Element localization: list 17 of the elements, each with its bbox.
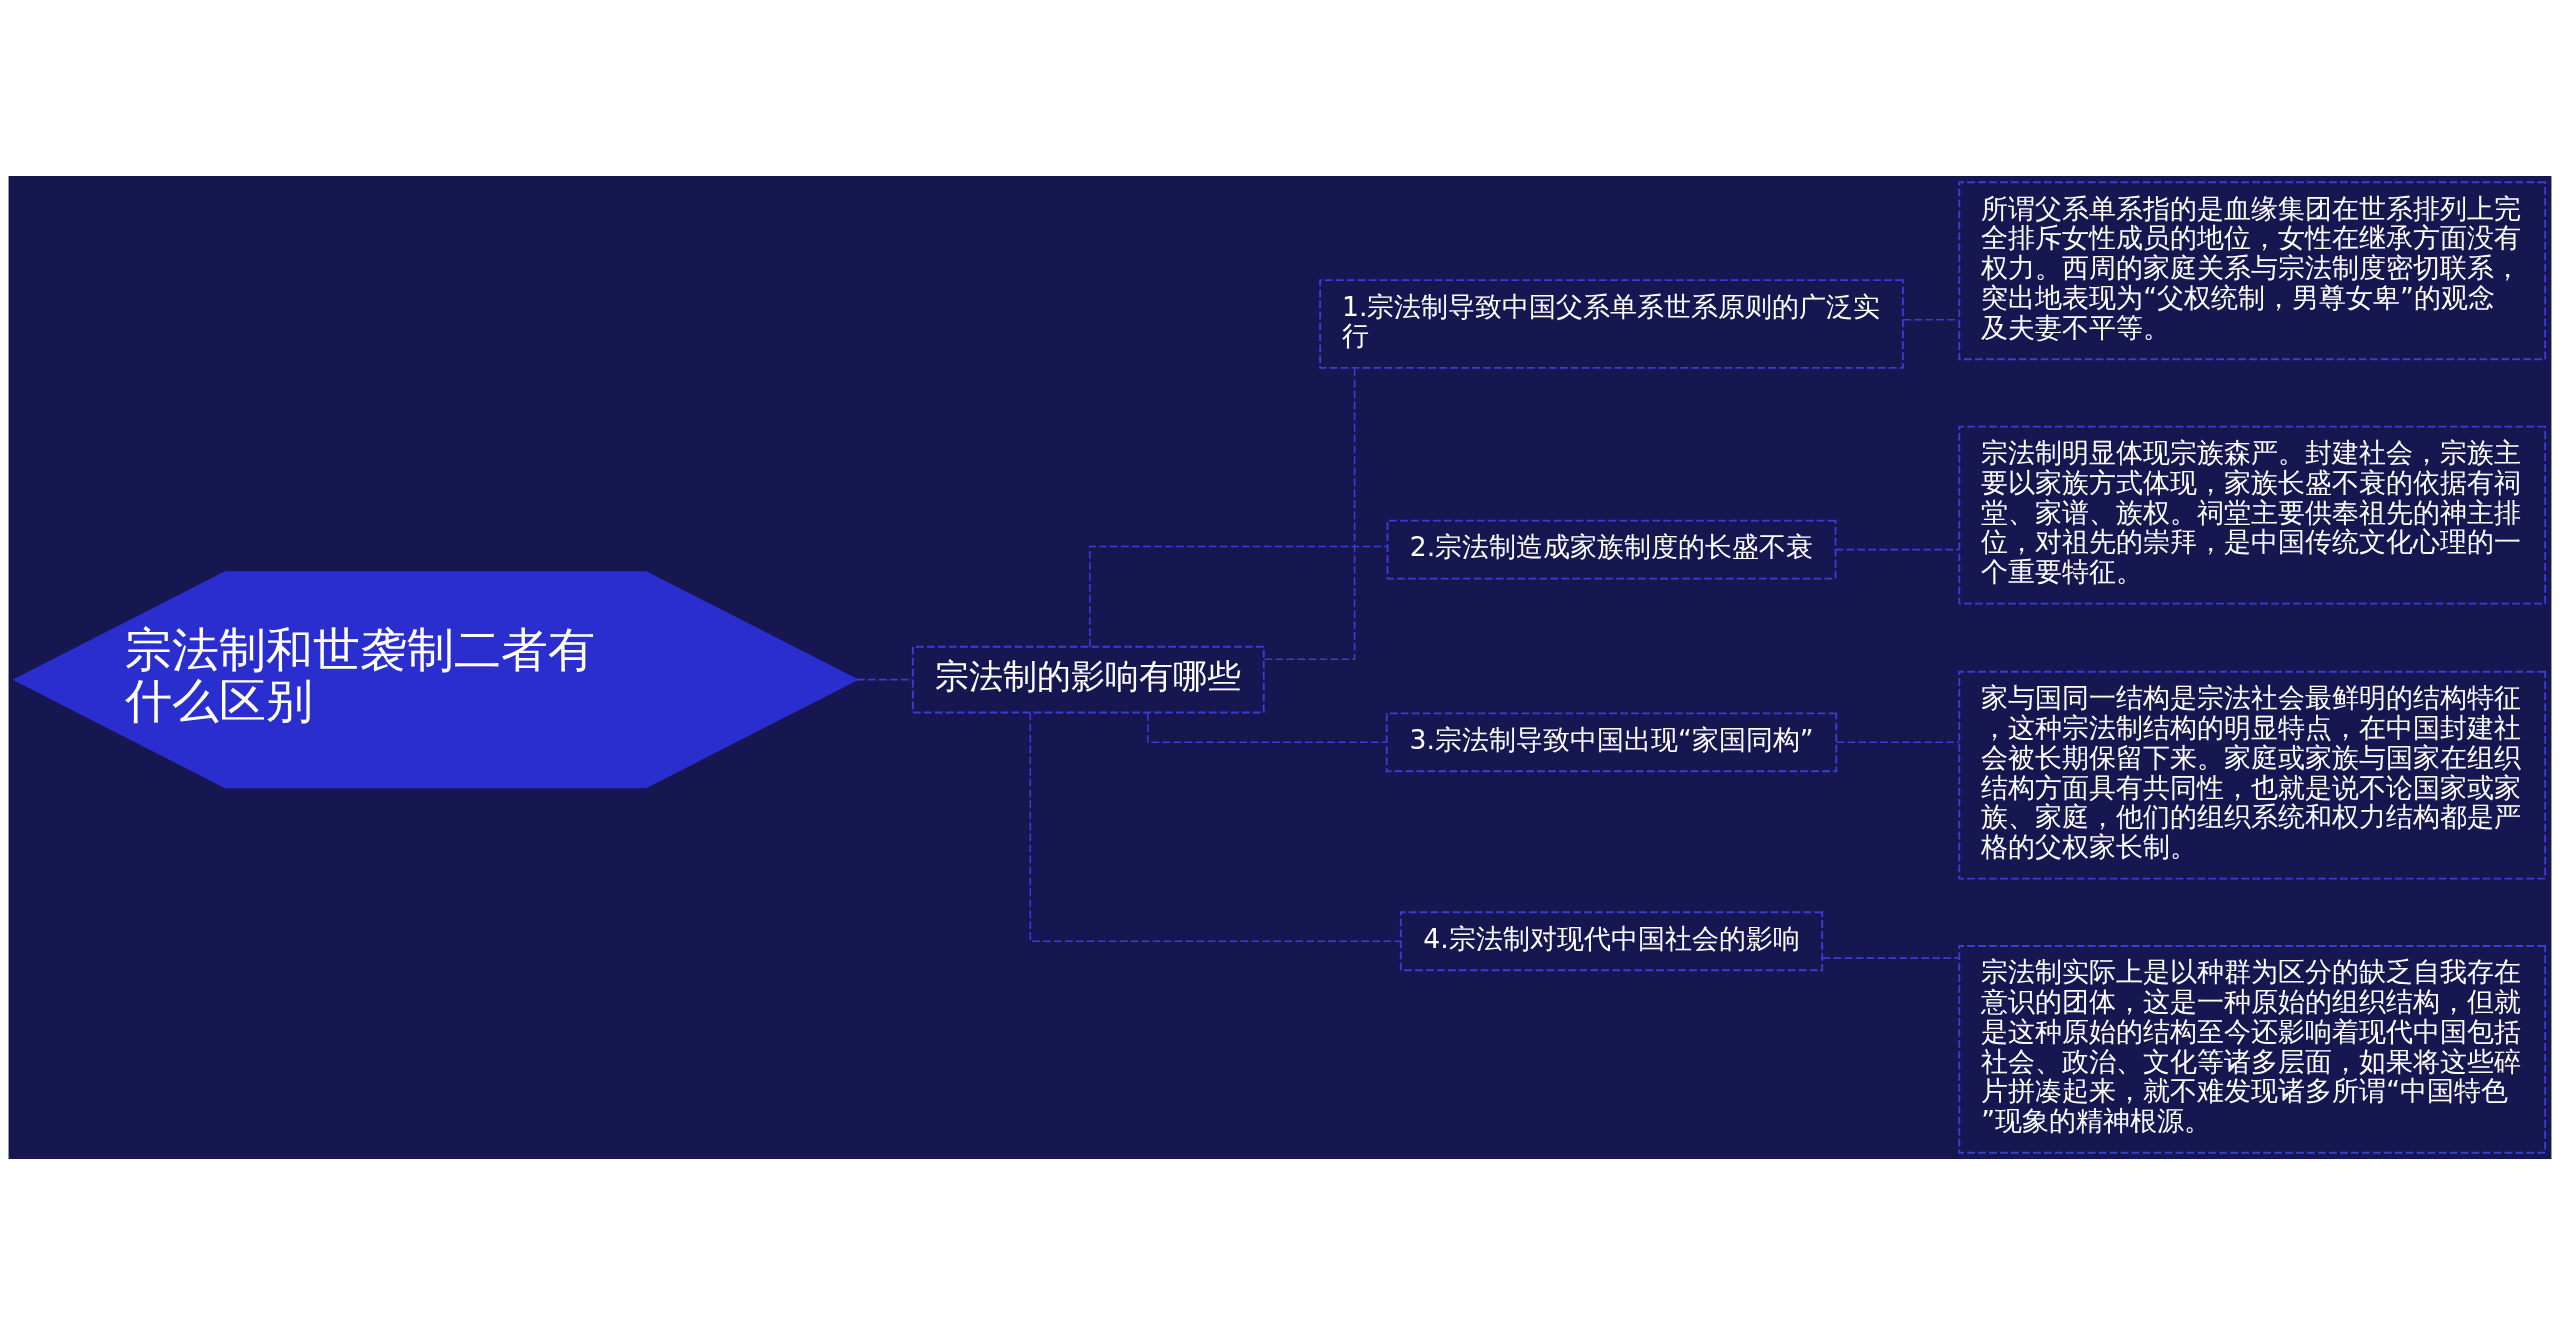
- node-box: 宗法制的影响有哪些: [911, 645, 1265, 714]
- connector: [1902, 318, 1960, 321]
- connector: [1835, 741, 1960, 744]
- connector: [856, 678, 914, 681]
- node-box: 4.宗法制对现代中国社会的影响: [1399, 911, 1824, 972]
- connector: [1263, 367, 1356, 661]
- node-box: 宗法制实际上是以种群为区分的缺乏自我存在意识的团体，这是一种原始的组织结构，但就是这种原始的结构至今还影响着现代中国包括社会、政治、文化等诸多层面，如果将这些碎片拼凑起来，就不难发现诸多所谓“中国特色”现象的精神根源。: [1958, 945, 2547, 1154]
- node-box: 家与国同一结构是宗法社会最鲜明的结构特征，这种宗法制结构的明显特点，在中国封建社会被长期保留下来。家庭或家族与国家在组织结构方面具有共同性，也就是说不论国家或家族、家庭，他们的组织系统和权力结构都是严格的父权家长制。: [1958, 670, 2547, 880]
- connector: [1089, 545, 1389, 648]
- node-box: 所谓父系单系指的是血缘集团在世系排列上完全排斥女性成员的地位，女性在继承方面没有权力。西周的家庭关系与宗法制度密切联系，突出地表现为“父权统制，男尊女卑”的观念及夫妻不平等。: [1958, 181, 2547, 361]
- node-box: 宗法制明显体现宗族森严。封建社会，宗族主要以家族方式体现，家族长盛不衰的依据有祠堂、家谱、族权。祠堂主要供奉祖先的神主排位，对祖先的崇拜，是中国传统文化心理的一个重要特征。: [1958, 425, 2547, 605]
- node-box: 1.宗法制导致中国父系单系世系原则的广泛实行: [1319, 279, 1904, 369]
- node-box: 2.宗法制造成家族制度的长盛不衰: [1386, 519, 1837, 580]
- connector: [1821, 957, 1960, 959]
- connector: [1834, 548, 1960, 551]
- node-box: 3.宗法制导致中国出现“家国同构”: [1385, 712, 1838, 773]
- connector: [1029, 712, 1402, 943]
